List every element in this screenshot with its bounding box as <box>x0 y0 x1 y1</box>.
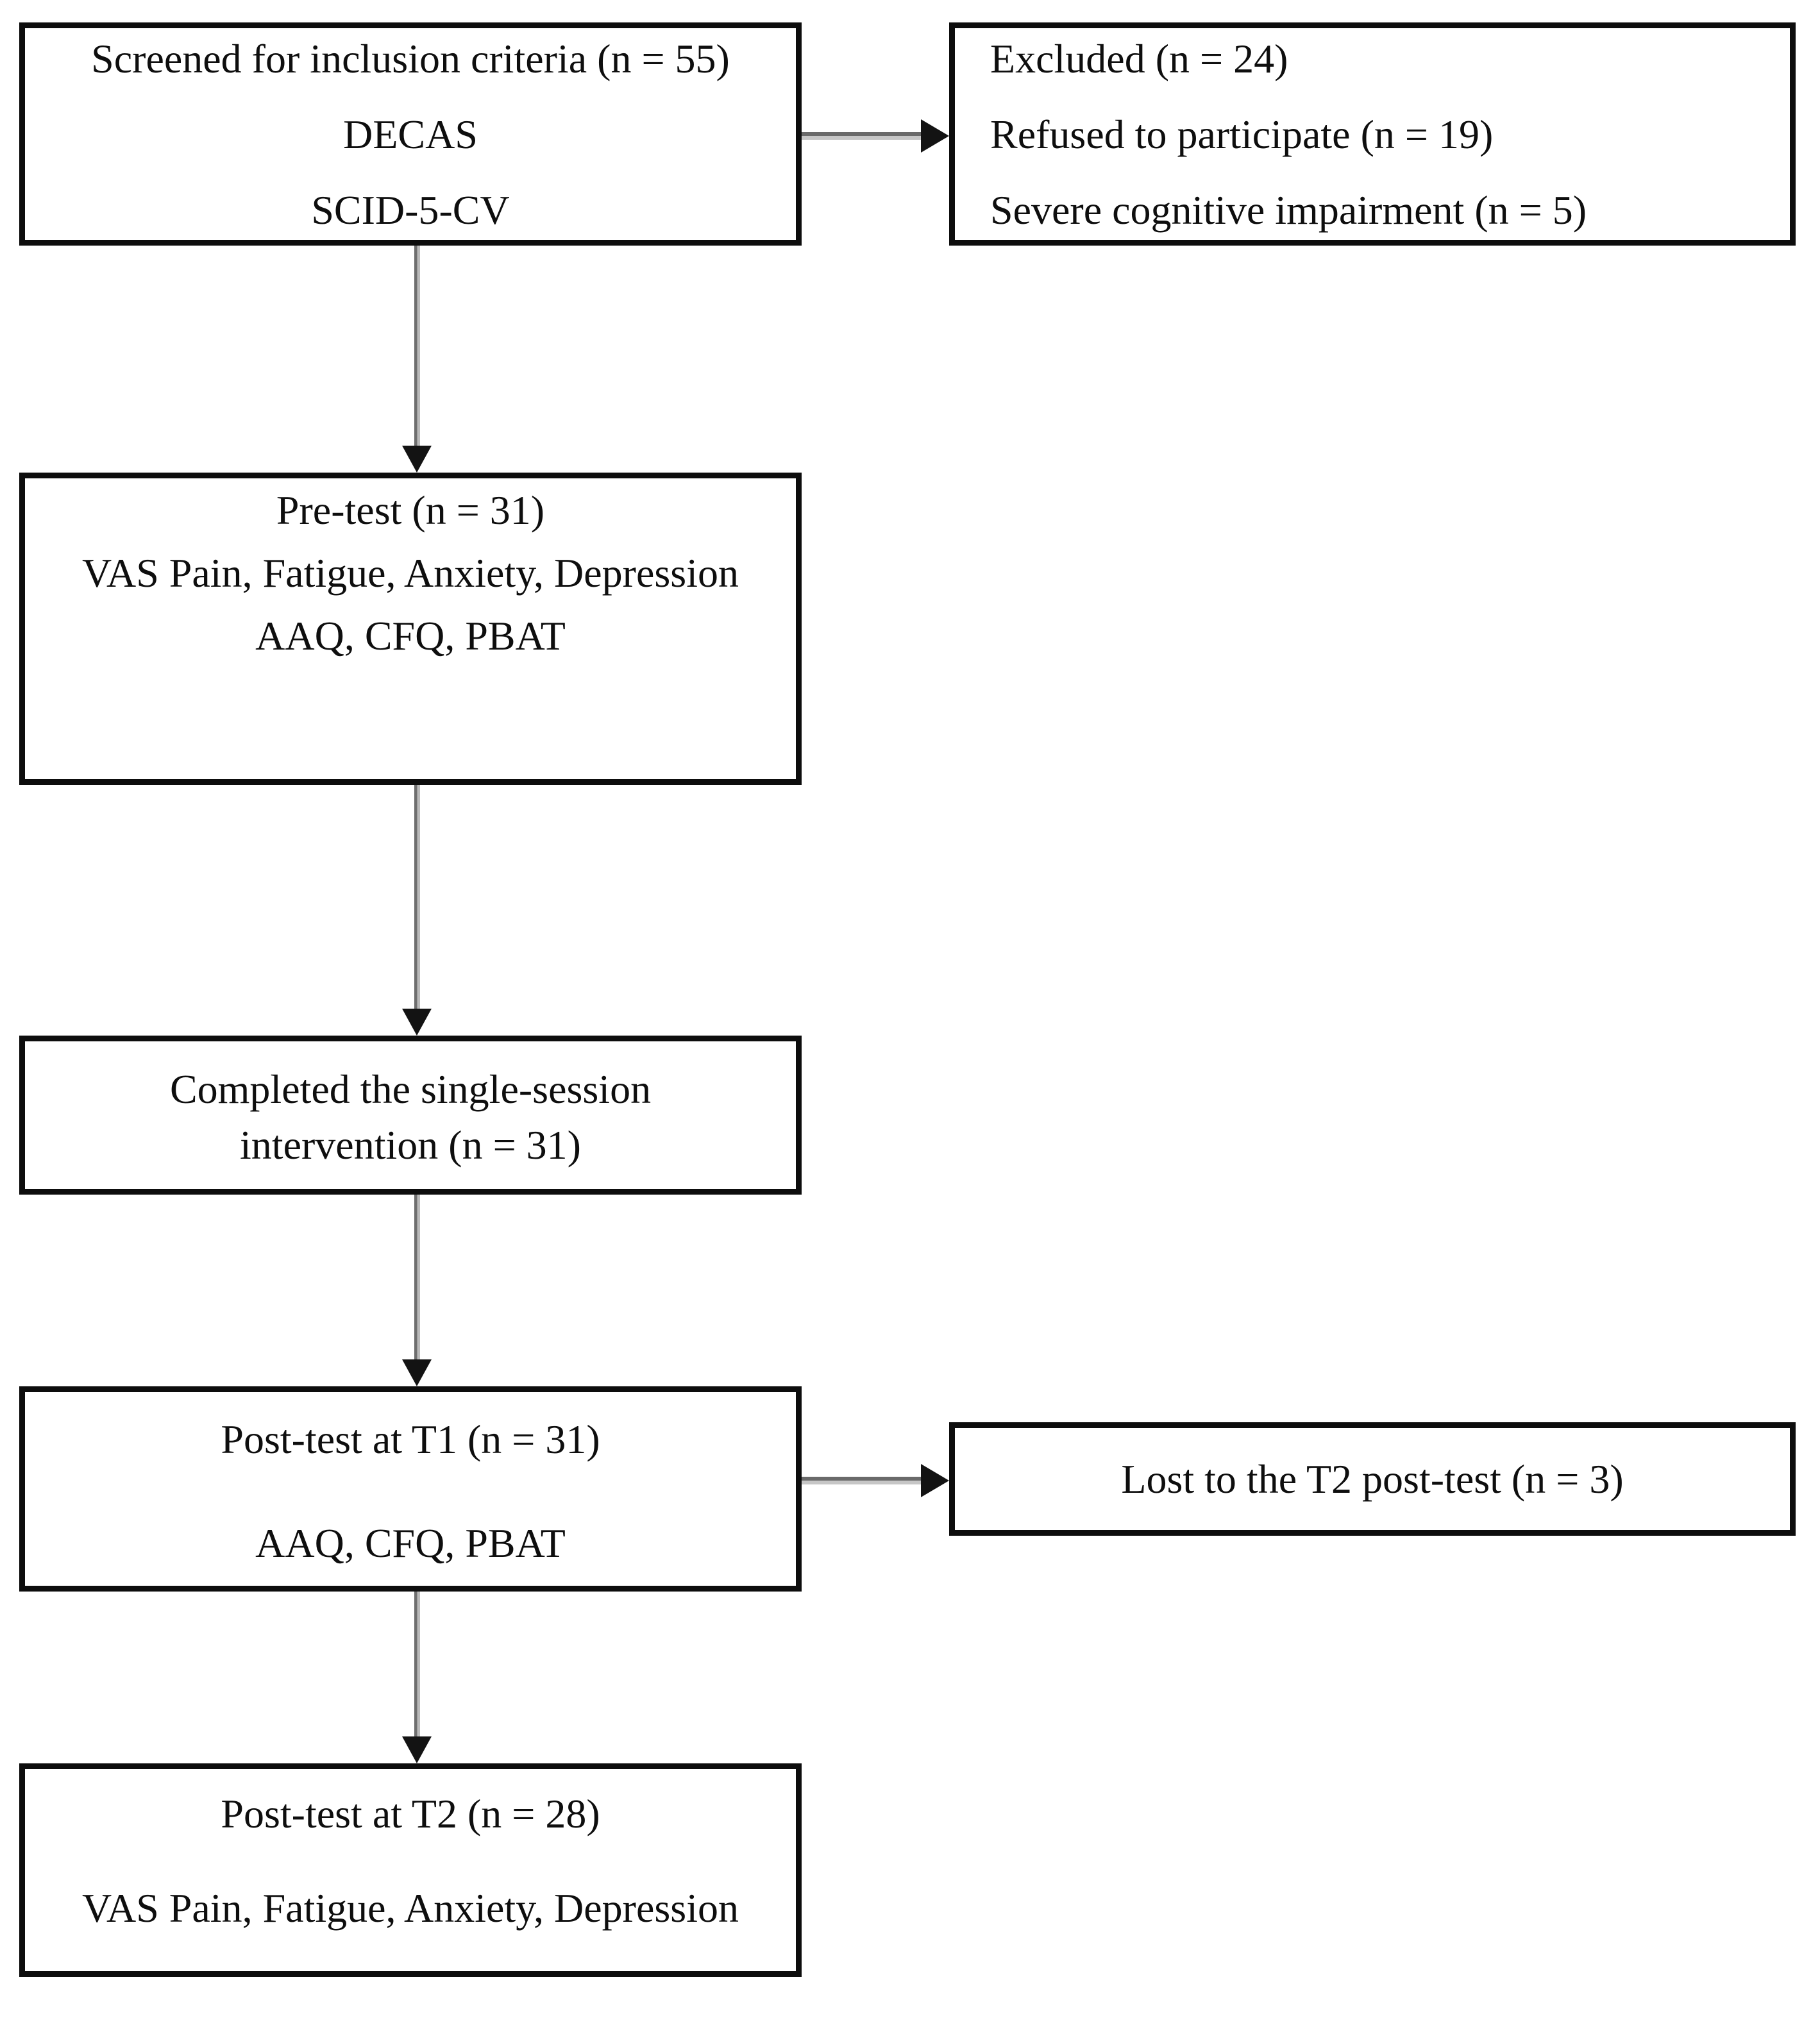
box-text-line: Pre-test (n = 31) <box>276 487 545 533</box>
box-text-line: AAQ, CFQ, PBAT <box>255 613 566 659</box>
box-text-line: VAS Pain, Fatigue, Anxiety, Depression <box>82 550 739 596</box>
box-text-line: Screened for inclusion criteria (n = 55) <box>91 36 730 81</box>
box-text-line: Post-test at T2 (n = 28) <box>221 1791 600 1836</box>
flow-box-posttest-t2: Post-test at T2 (n = 28) VAS Pain, Fatig… <box>19 1763 802 1977</box>
flow-box-posttest-t1: Post-test at T1 (n = 31) AAQ, CFQ, PBAT <box>19 1386 802 1592</box>
box-text-line: Lost to the T2 post-test (n = 3) <box>1121 1456 1624 1502</box>
arrowhead-right-icon <box>921 119 949 153</box>
arrow-pretest-to-completed <box>414 785 420 1012</box>
arrow-screened-to-pretest <box>414 246 420 449</box>
arrowhead-down-icon <box>402 1736 432 1763</box>
arrowhead-down-icon <box>402 446 432 473</box>
box-text-line: VAS Pain, Fatigue, Anxiety, Depression <box>82 1885 739 1931</box>
box-text-line: Completed the single-session <box>169 1066 652 1112</box>
box-text-line: Refused to participate (n = 19) <box>990 112 1494 157</box>
box-text-line: DECAS <box>343 112 478 157</box>
arrowhead-down-icon <box>402 1359 432 1386</box>
flow-box-completed-intervention: Completed the single-session interventio… <box>19 1036 802 1195</box>
arrow-screened-to-excluded <box>802 132 921 140</box>
arrow-posttest-t1-to-posttest-t2 <box>414 1592 420 1739</box>
box-text-line: Severe cognitive impairment (n = 5) <box>990 187 1587 233</box>
box-text-line: Excluded (n = 24) <box>990 36 1288 81</box>
arrow-posttest-t1-to-lost <box>802 1477 921 1484</box>
arrowhead-right-icon <box>921 1464 949 1497</box>
flow-box-excluded: Excluded (n = 24) Refused to participate… <box>949 22 1796 246</box>
box-text-line: AAQ, CFQ, PBAT <box>255 1520 566 1566</box>
box-text-line: SCID-5-CV <box>311 187 510 233</box>
arrow-completed-to-posttest-t1 <box>414 1195 420 1363</box>
flow-box-lost-to-t2: Lost to the T2 post-test (n = 3) <box>949 1422 1796 1536</box>
flow-box-pretest: Pre-test (n = 31) VAS Pain, Fatigue, Anx… <box>19 473 802 785</box>
flow-box-screened: Screened for inclusion criteria (n = 55)… <box>19 22 802 246</box>
box-text-line: Post-test at T1 (n = 31) <box>221 1416 600 1462</box>
box-text-line: intervention (n = 31) <box>240 1122 581 1168</box>
arrowhead-down-icon <box>402 1009 432 1036</box>
